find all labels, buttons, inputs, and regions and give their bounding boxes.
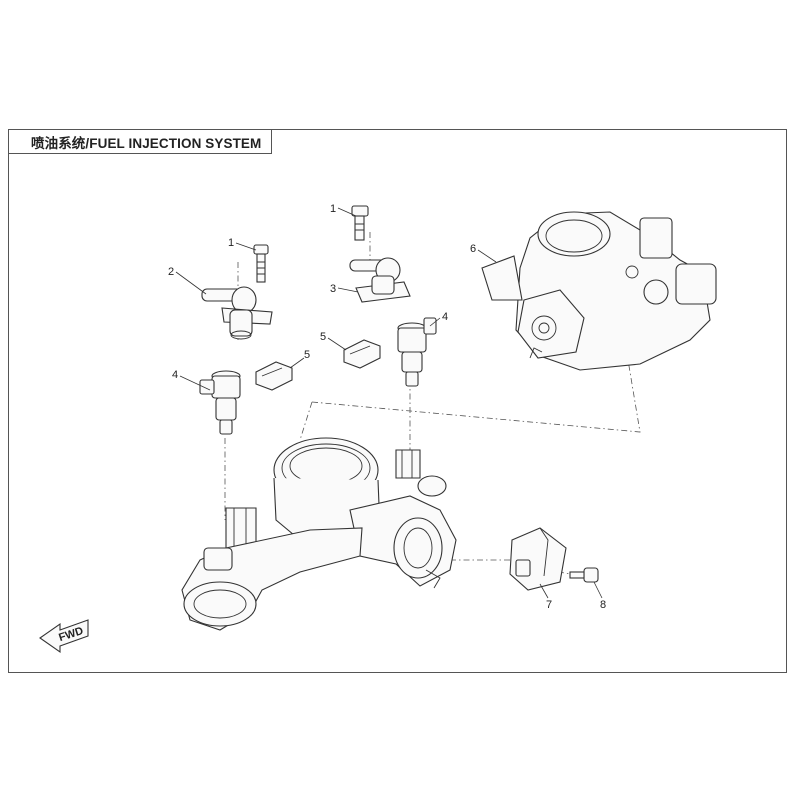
callout-5-upper: 5 <box>320 331 326 343</box>
clip-part-5-upper <box>343 339 381 369</box>
clip-part-5-left <box>255 361 293 391</box>
callout-1-left: 1 <box>228 237 234 249</box>
fuel-rail-part-2 <box>201 286 273 340</box>
intake-manifold <box>181 437 457 631</box>
callout-4-left: 4 <box>172 369 178 381</box>
title-box: 喷油系统/FUEL INJECTION SYSTEM <box>8 129 272 154</box>
assembly-lines <box>224 232 641 577</box>
callout-1-upper: 1 <box>330 203 336 215</box>
callout-2: 2 <box>168 266 174 278</box>
callout-6: 6 <box>470 243 476 255</box>
callout-3: 3 <box>330 283 336 295</box>
callout-8: 8 <box>600 599 606 611</box>
sensor-part-7 <box>509 527 567 591</box>
injector-part-4-left <box>199 370 241 435</box>
injector-part-4-upper <box>397 317 437 387</box>
bolt-part-1-left <box>253 244 269 283</box>
callout-7: 7 <box>546 599 552 611</box>
callout-numbers: 1 1 2 3 4 4 5 5 6 7 8 <box>168 203 606 611</box>
diagram-frame <box>8 129 787 673</box>
diagram-title: 喷油系统/FUEL INJECTION SYSTEM <box>31 135 262 151</box>
bolt-part-1-upper <box>351 205 369 241</box>
callout-4-upper: 4 <box>442 311 448 323</box>
callout-5-left: 5 <box>304 349 310 361</box>
throttle-body-part-6 <box>481 211 717 371</box>
forward-direction-arrow: FWD <box>39 619 89 654</box>
fuel-rail-part-3 <box>349 257 411 303</box>
bolt-part-8 <box>569 567 599 583</box>
callout-leaders <box>175 207 603 599</box>
